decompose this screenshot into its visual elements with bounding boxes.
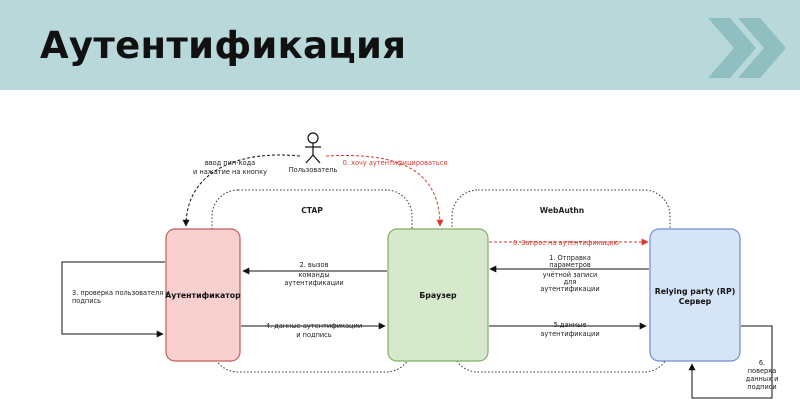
edge-browser-to-auth-line1: 2. вызов <box>300 261 329 269</box>
authenticator-node <box>165 228 241 362</box>
edge-user-to-auth-line2: и нажатие на кнопку <box>193 168 267 176</box>
edge-user-to-auth-line1: ввод пин-кода <box>205 159 255 167</box>
chevron-icon <box>708 18 786 78</box>
browser-label: Браузер <box>419 291 457 300</box>
edge-browser-to-server-data-line1: 5.данные <box>554 321 587 329</box>
edge-server-to-browser-line5: аутентификации <box>540 285 599 293</box>
authenticator-label: Аутентификатор <box>165 291 241 300</box>
edge-browser-to-auth-line3: аутентификации <box>284 279 343 287</box>
edge-server-to-browser-line1: 1. Отправка <box>549 254 591 262</box>
edge-user-to-browser-label: 0. хочу аутентифицироваться <box>343 159 448 167</box>
server-label-line2: Сервер <box>679 297 712 306</box>
edge-user-to-browser <box>325 154 444 227</box>
browser-node <box>387 228 489 362</box>
server-node <box>649 228 741 362</box>
edge-server-self-check <box>688 325 773 399</box>
edge-browser-to-server-label: 0. Запрос на аутентификацию <box>513 239 619 247</box>
edge-server-self-check-line2: поверка <box>748 367 777 375</box>
edge-server-self-check-line4: подписи <box>747 383 776 391</box>
header-band <box>0 0 800 90</box>
edge-auth-to-browser-line2: и подпись <box>296 331 332 339</box>
slide-title: Аутентификация <box>40 24 407 67</box>
edge-browser-to-auth-line2: команды <box>298 271 329 279</box>
edge-browser-to-server-data-line2: аутентификации <box>540 330 599 338</box>
edge-server-self-check-line3: данных и <box>746 375 779 383</box>
webauthn-label: WebAuthn <box>540 206 584 215</box>
ctap-label: CTAP <box>301 206 323 215</box>
edge-auth-self-check <box>61 261 165 338</box>
edge-auth-self-check-line1: 3. проверка пользователя и <box>72 289 170 297</box>
server-label-line1: Relying party (RP) <box>655 287 736 296</box>
edge-server-to-browser-line3: учётной записи <box>543 271 597 279</box>
edge-server-to-browser-line4: для <box>564 278 577 286</box>
user-label: Пользователь <box>289 166 338 174</box>
edge-server-self-check-line1: 6. <box>759 359 765 367</box>
edge-server-to-browser-line2: параметров <box>549 261 591 269</box>
edge-auth-self-check-line2: подпись <box>72 297 101 305</box>
user-icon <box>305 132 321 164</box>
edge-user-to-auth <box>182 154 301 227</box>
edge-auth-to-browser-line1: 4. данные аутентификации <box>266 322 362 330</box>
